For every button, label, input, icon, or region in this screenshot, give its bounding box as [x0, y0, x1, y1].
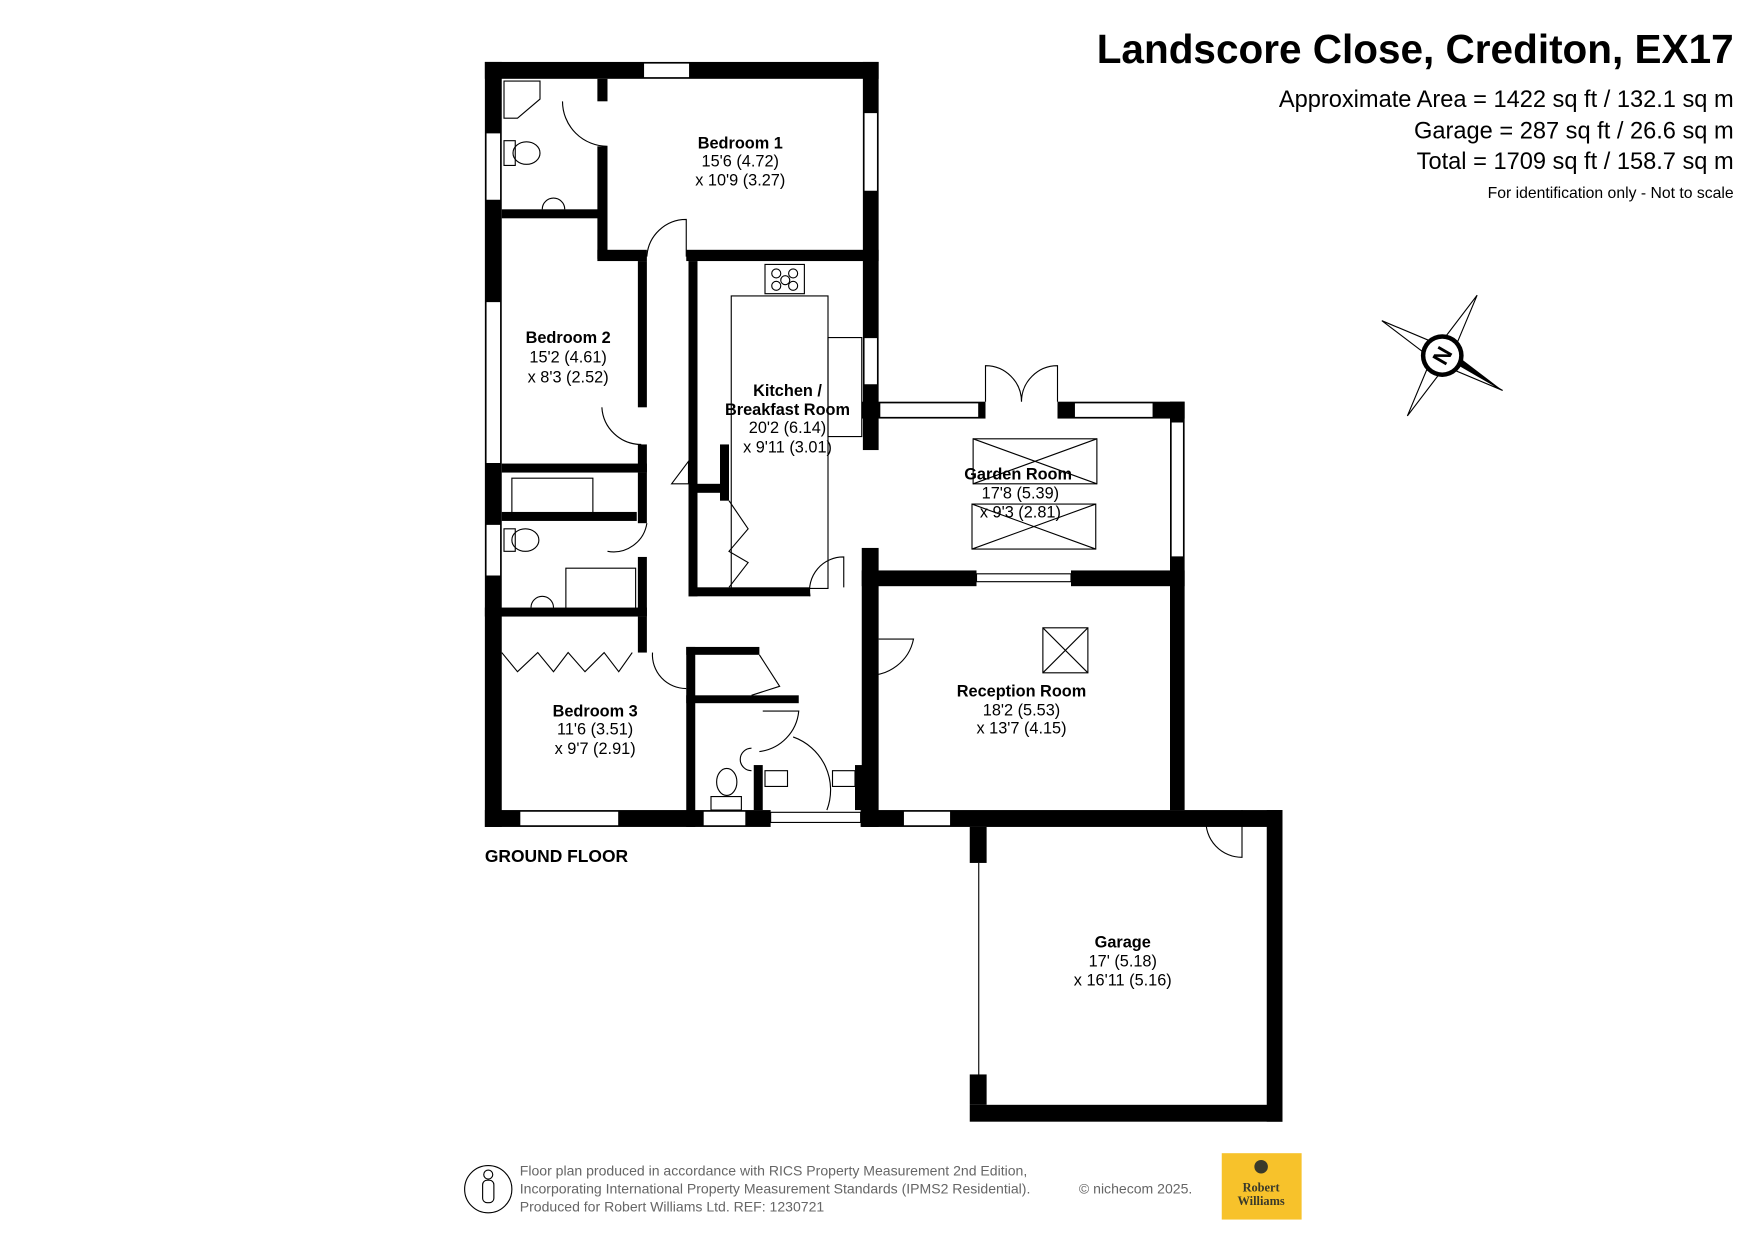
svg-text:Kitchen /: Kitchen / — [753, 382, 822, 400]
room-garage: Garage 17' (5.18) x 16'11 (5.16) — [1074, 933, 1172, 989]
footer-line-2: Incorporating International Property Mea… — [520, 1181, 1031, 1197]
svg-text:x 9'7 (2.91): x 9'7 (2.91) — [555, 740, 636, 758]
svg-text:Bedroom 1: Bedroom 1 — [698, 135, 783, 153]
room-garden-room: Garden Room 17'8 (5.39) x 9'3 (2.81) — [964, 465, 1072, 521]
svg-text:Garage: Garage — [1095, 933, 1151, 951]
room-kitchen: Kitchen / Breakfast Room 20'2 (6.14) x 9… — [725, 382, 850, 456]
svg-text:Williams: Williams — [1238, 1194, 1285, 1208]
room-bedroom-1: Bedroom 1 15'6 (4.72) x 10'9 (3.27) — [695, 135, 785, 190]
svg-text:20'2 (6.14): 20'2 (6.14) — [749, 419, 826, 437]
svg-text:x 9'11 (3.01): x 9'11 (3.01) — [743, 438, 832, 456]
svg-text:Robert: Robert — [1243, 1180, 1281, 1194]
total-area: Total = 1709 sq ft / 158.7 sq m — [1417, 149, 1734, 175]
room-bedroom-3: Bedroom 3 11'6 (3.51) x 9'7 (2.91) — [553, 703, 638, 758]
svg-text:17' (5.18): 17' (5.18) — [1089, 952, 1157, 970]
svg-text:x 8'3 (2.52): x 8'3 (2.52) — [528, 369, 609, 387]
svg-text:11'6 (3.51): 11'6 (3.51) — [557, 721, 633, 739]
room-bedroom-2: Bedroom 2 15'2 (4.61) x 8'3 (2.52) — [526, 329, 611, 386]
header: Landscore Close, Crediton, EX17 Approxim… — [1097, 26, 1734, 202]
approx-area: Approximate Area = 1422 sq ft / 132.1 sq… — [1279, 87, 1734, 113]
svg-text:15'2 (4.61): 15'2 (4.61) — [529, 348, 606, 366]
footer-copyright: © nichecom 2025. — [1079, 1181, 1192, 1197]
robert-williams-logo: Robert Williams — [1221, 1153, 1302, 1220]
walls — [484, 61, 1283, 1122]
footer-line-3: Produced for Robert Williams Ltd. REF: 1… — [520, 1199, 825, 1215]
windows — [485, 62, 1185, 1075]
svg-text:Reception Room: Reception Room — [957, 682, 1086, 700]
room-reception: Reception Room 18'2 (5.53) x 13'7 (4.15) — [957, 682, 1086, 737]
floor-label: GROUND FLOOR — [485, 846, 629, 866]
svg-text:x 9'3 (2.81): x 9'3 (2.81) — [980, 504, 1061, 522]
svg-text:Garden Room: Garden Room — [964, 465, 1072, 483]
garage-area: Garage = 287 sq ft / 26.6 sq m — [1414, 118, 1734, 144]
footer-line-1: Floor plan produced in accordance with R… — [520, 1163, 1028, 1179]
property-title: Landscore Close, Crediton, EX17 — [1097, 26, 1734, 72]
svg-text:x 16'11 (5.16): x 16'11 (5.16) — [1074, 972, 1172, 990]
svg-text:Bedroom 3: Bedroom 3 — [553, 703, 638, 721]
svg-text:18'2 (5.53): 18'2 (5.53) — [983, 702, 1060, 720]
svg-text:Bedroom 2: Bedroom 2 — [526, 329, 611, 347]
svg-text:Breakfast Room: Breakfast Room — [725, 401, 850, 419]
svg-text:15'6 (4.72): 15'6 (4.72) — [702, 153, 779, 171]
svg-text:x 13'7 (4.15): x 13'7 (4.15) — [976, 720, 1066, 738]
footer: Floor plan produced in accordance with R… — [464, 1153, 1302, 1220]
disclaimer: For identification only - Not to scale — [1488, 185, 1734, 202]
svg-text:17'8 (5.39): 17'8 (5.39) — [982, 484, 1059, 502]
svg-text:x 10'9 (3.27): x 10'9 (3.27) — [695, 172, 785, 190]
fixtures — [501, 80, 1243, 858]
person-icon — [464, 1165, 513, 1214]
